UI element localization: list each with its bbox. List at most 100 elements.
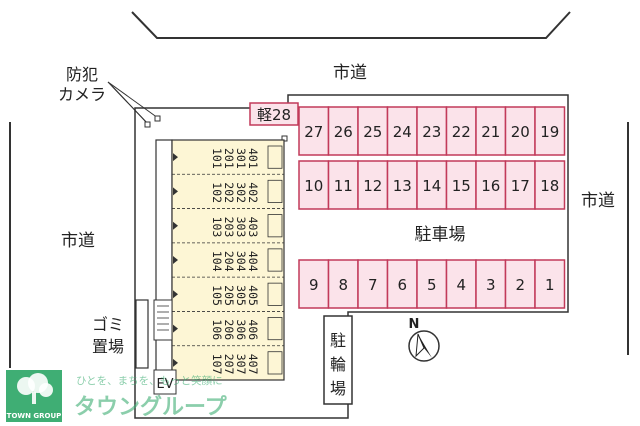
room-number: 206 [222, 319, 236, 340]
parking-space [534, 160, 566, 210]
parking-space-number: 1 [545, 276, 555, 294]
parking-space-number: 9 [309, 276, 319, 294]
room-number: 401 [246, 148, 260, 169]
parking-space [386, 160, 418, 210]
balcony [267, 145, 283, 169]
room-number: 307 [234, 354, 248, 375]
parking-space-number: 24 [393, 123, 412, 141]
security-camera-icon [154, 115, 161, 122]
room-number: 403 [246, 217, 260, 238]
parking-space-number: 23 [422, 123, 441, 141]
garbage-label-line1: ゴミ [92, 315, 124, 334]
parking-space-number: 19 [540, 123, 559, 141]
room-number: 201 [222, 148, 236, 169]
unit-dividers [172, 145, 284, 375]
north-label: N [409, 317, 420, 332]
camera-pointer [107, 81, 159, 119]
parking-space [475, 160, 507, 210]
room-number: 204 [222, 251, 236, 272]
camera-label-line2: カメラ [58, 85, 106, 104]
parking-space [327, 106, 359, 156]
door-marker [173, 290, 178, 299]
parking-label: 駐車場 [415, 225, 466, 245]
balcony [267, 317, 283, 341]
bicycle-label-char: 輪 [330, 355, 346, 374]
parking-space-number: 10 [304, 177, 323, 195]
parking-space [416, 160, 448, 210]
stairs [153, 299, 173, 341]
security-camera-icon [144, 121, 151, 128]
bicycle-label-char: 場 [330, 379, 346, 398]
parking-space-number: 5 [427, 276, 437, 294]
room-number: 304 [234, 251, 248, 272]
camera-pointer [111, 85, 149, 125]
door-marker [173, 187, 178, 196]
building: 4014024034044054064073013023033043053063… [153, 139, 285, 395]
parking-space [534, 106, 566, 156]
building-corridor [155, 139, 173, 381]
door-marker [173, 358, 178, 367]
parking-space-number: 14 [422, 177, 441, 195]
road-label-left: 市道 [61, 231, 95, 251]
parking-space-number: 12 [363, 177, 382, 195]
door-marker [173, 256, 178, 264]
balcony [267, 248, 283, 272]
room-number: 203 [222, 217, 236, 238]
logo-brand-en: TOWN GROUP [7, 412, 62, 420]
door-marker [173, 221, 178, 230]
room-number: 101 [210, 148, 224, 169]
parking-space-number: 16 [481, 177, 500, 195]
parking-space [504, 259, 536, 309]
room-number: 404 [246, 251, 260, 272]
room-number: 407 [246, 354, 260, 375]
balcony [267, 179, 283, 203]
parking-space [416, 106, 448, 156]
bicycle-label-char: 駐 [330, 331, 346, 350]
elevator [153, 369, 177, 395]
room-number: 103 [210, 217, 224, 238]
room-number: 105 [210, 285, 224, 306]
garbage-area [135, 299, 149, 369]
room-number: 102 [210, 182, 224, 203]
room-number: 104 [210, 251, 224, 272]
door-marker [173, 324, 178, 333]
door-marker [173, 153, 178, 162]
balcony [267, 351, 283, 375]
parking-space [327, 160, 359, 210]
parking-space-number: 18 [540, 177, 559, 195]
parking-space-number: 26 [334, 123, 353, 141]
north-arrow: N [408, 317, 440, 362]
balcony [267, 214, 283, 238]
parking-space [504, 106, 536, 156]
elevator-label: EV [156, 377, 173, 392]
garbage-label-line2: 置場 [92, 337, 124, 356]
parking-space [298, 259, 330, 309]
building-body [171, 139, 285, 381]
parking-space [445, 160, 477, 210]
parking-space-number: 11 [334, 177, 353, 195]
room-number: 305 [234, 285, 248, 306]
room-number: 207 [222, 354, 236, 375]
road-label-top: 市道 [333, 63, 367, 83]
room-number: 402 [246, 182, 260, 203]
room-number: 106 [210, 319, 224, 340]
company-logo: TOWN GROUP [6, 370, 62, 422]
parking-space [534, 259, 566, 309]
parking-space-number: 25 [363, 123, 382, 141]
parking-space-number: 27 [304, 123, 323, 141]
logo-tagline: ひとを、まちを、もっと笑顔に [76, 374, 223, 387]
parking-space-number: 13 [393, 177, 412, 195]
parking-space-number: 8 [338, 276, 348, 294]
logo-brand-jp: タウングループ [74, 394, 228, 420]
room-number: 405 [246, 285, 260, 306]
parking-space-number: 15 [452, 177, 471, 195]
room-number: 303 [234, 217, 248, 238]
parking-space [504, 160, 536, 210]
parking-space-number: 6 [397, 276, 407, 294]
parking-space-number: 2 [515, 276, 525, 294]
room-number: 306 [234, 319, 248, 340]
